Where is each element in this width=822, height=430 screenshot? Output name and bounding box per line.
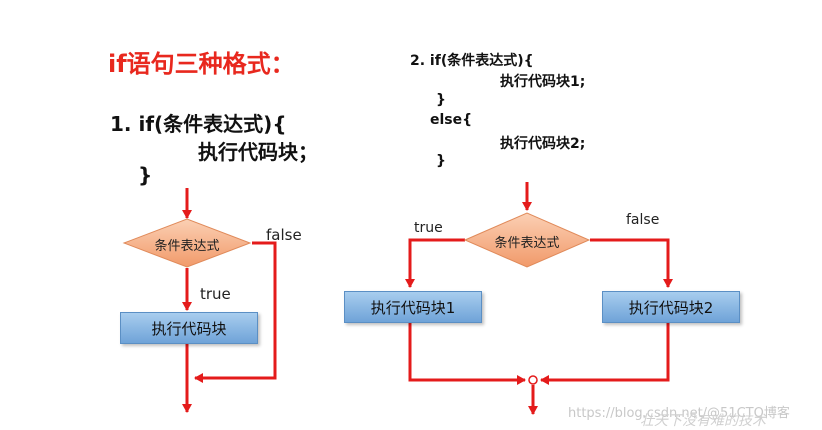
d1-true-label: true <box>200 285 231 303</box>
d1-code-block: 执行代码块 <box>120 312 258 344</box>
d1-condition-diamond <box>122 218 252 268</box>
format2-line4: else{ <box>430 112 473 128</box>
d2-false-label: false <box>626 212 660 228</box>
format2-line3: } <box>436 92 446 108</box>
format2-line2: 执行代码块1; <box>500 74 586 90</box>
d1-false-label: false <box>266 226 302 244</box>
diagram1 <box>182 188 277 413</box>
d1-false-arrow <box>194 241 277 383</box>
format2-line6: } <box>436 153 446 169</box>
format1-line1: 1. if(条件表达式){ <box>110 112 287 136</box>
d2-merge-right <box>540 322 670 385</box>
d2-condition-text: 条件表达式 <box>494 236 560 251</box>
d2-merge-node <box>528 375 538 385</box>
d2-merge-left <box>408 322 526 385</box>
d2-code-block-2: 执行代码块2 <box>602 291 740 323</box>
d2-code-block-2-label: 执行代码块2 <box>628 298 714 317</box>
d1-code-block-label: 执行代码块 <box>151 319 227 338</box>
d1-condition-text: 条件表达式 <box>154 239 220 254</box>
watermark-handwriting: 壮天下没有难的技术 <box>640 413 766 429</box>
page-title: if语句三种格式： <box>108 50 295 78</box>
format1-line3: } <box>138 163 153 187</box>
d2-false-arrow <box>590 238 673 288</box>
d2-code-block-1-label: 执行代码块1 <box>370 298 456 317</box>
d2-true-arrow <box>405 238 465 288</box>
watermark-url: https://blog.csdn.net/@51CTO博客 <box>568 406 790 421</box>
format2-line1: 2. if(条件表达式){ <box>410 53 534 69</box>
d2-code-block-1: 执行代码块1 <box>344 291 482 323</box>
format1-line2: 执行代码块； <box>198 140 318 164</box>
d2-condition-diamond <box>463 212 591 268</box>
diagram2 <box>405 182 673 415</box>
format2-line5: 执行代码块2; <box>500 136 586 152</box>
d2-true-label: true <box>414 220 443 236</box>
